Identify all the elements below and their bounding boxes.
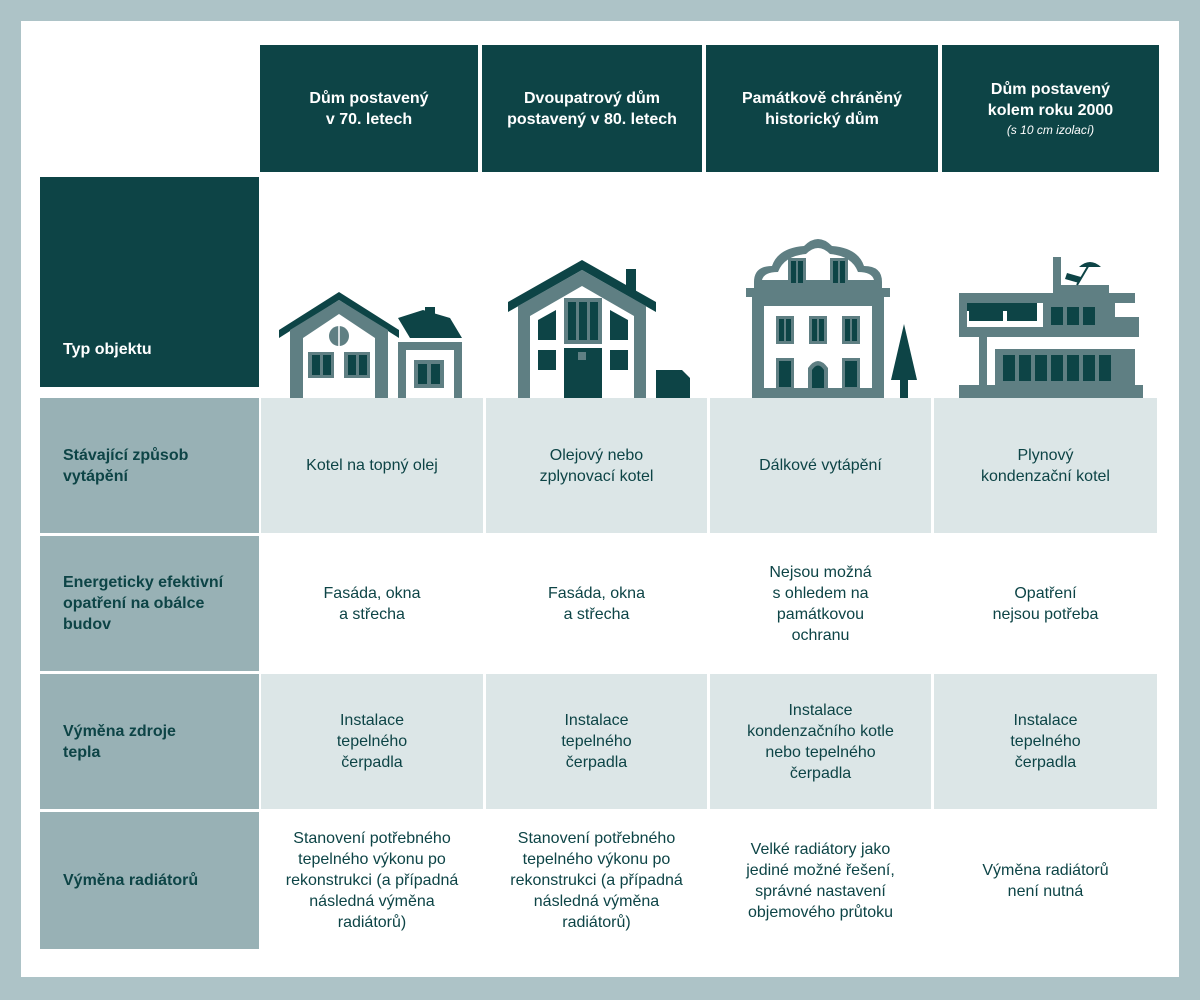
- row-label-heat-source: Výměna zdroje tepla: [40, 674, 259, 809]
- column-header-70s: Dům postavený v 70. letech: [260, 45, 478, 172]
- house-70s-icon: [279, 292, 462, 398]
- column-header-80s: Dvoupatrový dům postavený v 80. letech: [482, 45, 702, 172]
- row-label-typ-objektu: Typ objektu: [40, 177, 259, 387]
- column-header-2000: Dům postavený kolem roku 2000 (s 10 cm i…: [942, 45, 1159, 172]
- cell-envelope-80s: Fasáda, okna a střecha: [548, 584, 645, 623]
- historic-house-icon: [746, 239, 890, 398]
- cell-heat-source-70s: Instalace tepelného čerpadla: [261, 674, 483, 809]
- cell-heat-source-2000: Instalace tepelného čerpadla: [934, 674, 1157, 809]
- cell-heat-source-80s: Instalace tepelného čerpadla: [486, 674, 707, 809]
- row-label-radiators: Výměna radiátorů: [40, 812, 259, 949]
- column-title: Dům postavený v 70. letech: [309, 89, 429, 128]
- tree-icon: [891, 324, 917, 398]
- cell-current-heating-70s: Kotel na topný olej: [261, 398, 483, 533]
- cell-envelope-historic: Nejsou možná s ohledem na památkovou och…: [769, 563, 872, 644]
- column-subtitle: (s 10 cm izolací): [1006, 123, 1095, 137]
- modern-house-icon: [959, 257, 1143, 398]
- column-title: Památkově chráněný historický dům: [741, 89, 903, 128]
- cell-current-heating-historic: Dálkové vytápění: [710, 398, 931, 533]
- column-header-historic: Památkově chráněný historický dům: [706, 45, 938, 172]
- column-title: Dům postavený kolem roku 2000: [987, 81, 1114, 119]
- cell-radiators-80s: Stanovení potřebného tepelného výkonu po…: [510, 830, 683, 931]
- cell-current-heating-2000: Plynový kondenzační kotel: [934, 398, 1157, 533]
- cell-radiators-historic: Velké radiátory jako jediné možné řešení…: [746, 840, 895, 921]
- cell-envelope-70s: Fasáda, okna a střecha: [323, 584, 421, 623]
- cell-radiators-2000: Výměna radiátorů není nutná: [982, 861, 1109, 900]
- cell-envelope-2000: Opatření nejsou potřeba: [992, 584, 1099, 623]
- row-label-envelope-measures: Energeticky efektivní opatření na obálce…: [40, 536, 259, 671]
- house-80s-icon: [508, 260, 690, 398]
- cell-heat-source-historic: Instalace kondenzačního kotle nebo tepel…: [710, 674, 931, 809]
- cell-radiators-70s: Stanovení potřebného tepelného výkonu po…: [285, 830, 459, 931]
- cell-current-heating-80s: Olejový nebo zplynovací kotel: [486, 398, 707, 533]
- row-label-current-heating: Stávající způsob vytápění: [40, 398, 259, 533]
- column-title: Dvoupatrový dům postavený v 80. letech: [507, 89, 677, 128]
